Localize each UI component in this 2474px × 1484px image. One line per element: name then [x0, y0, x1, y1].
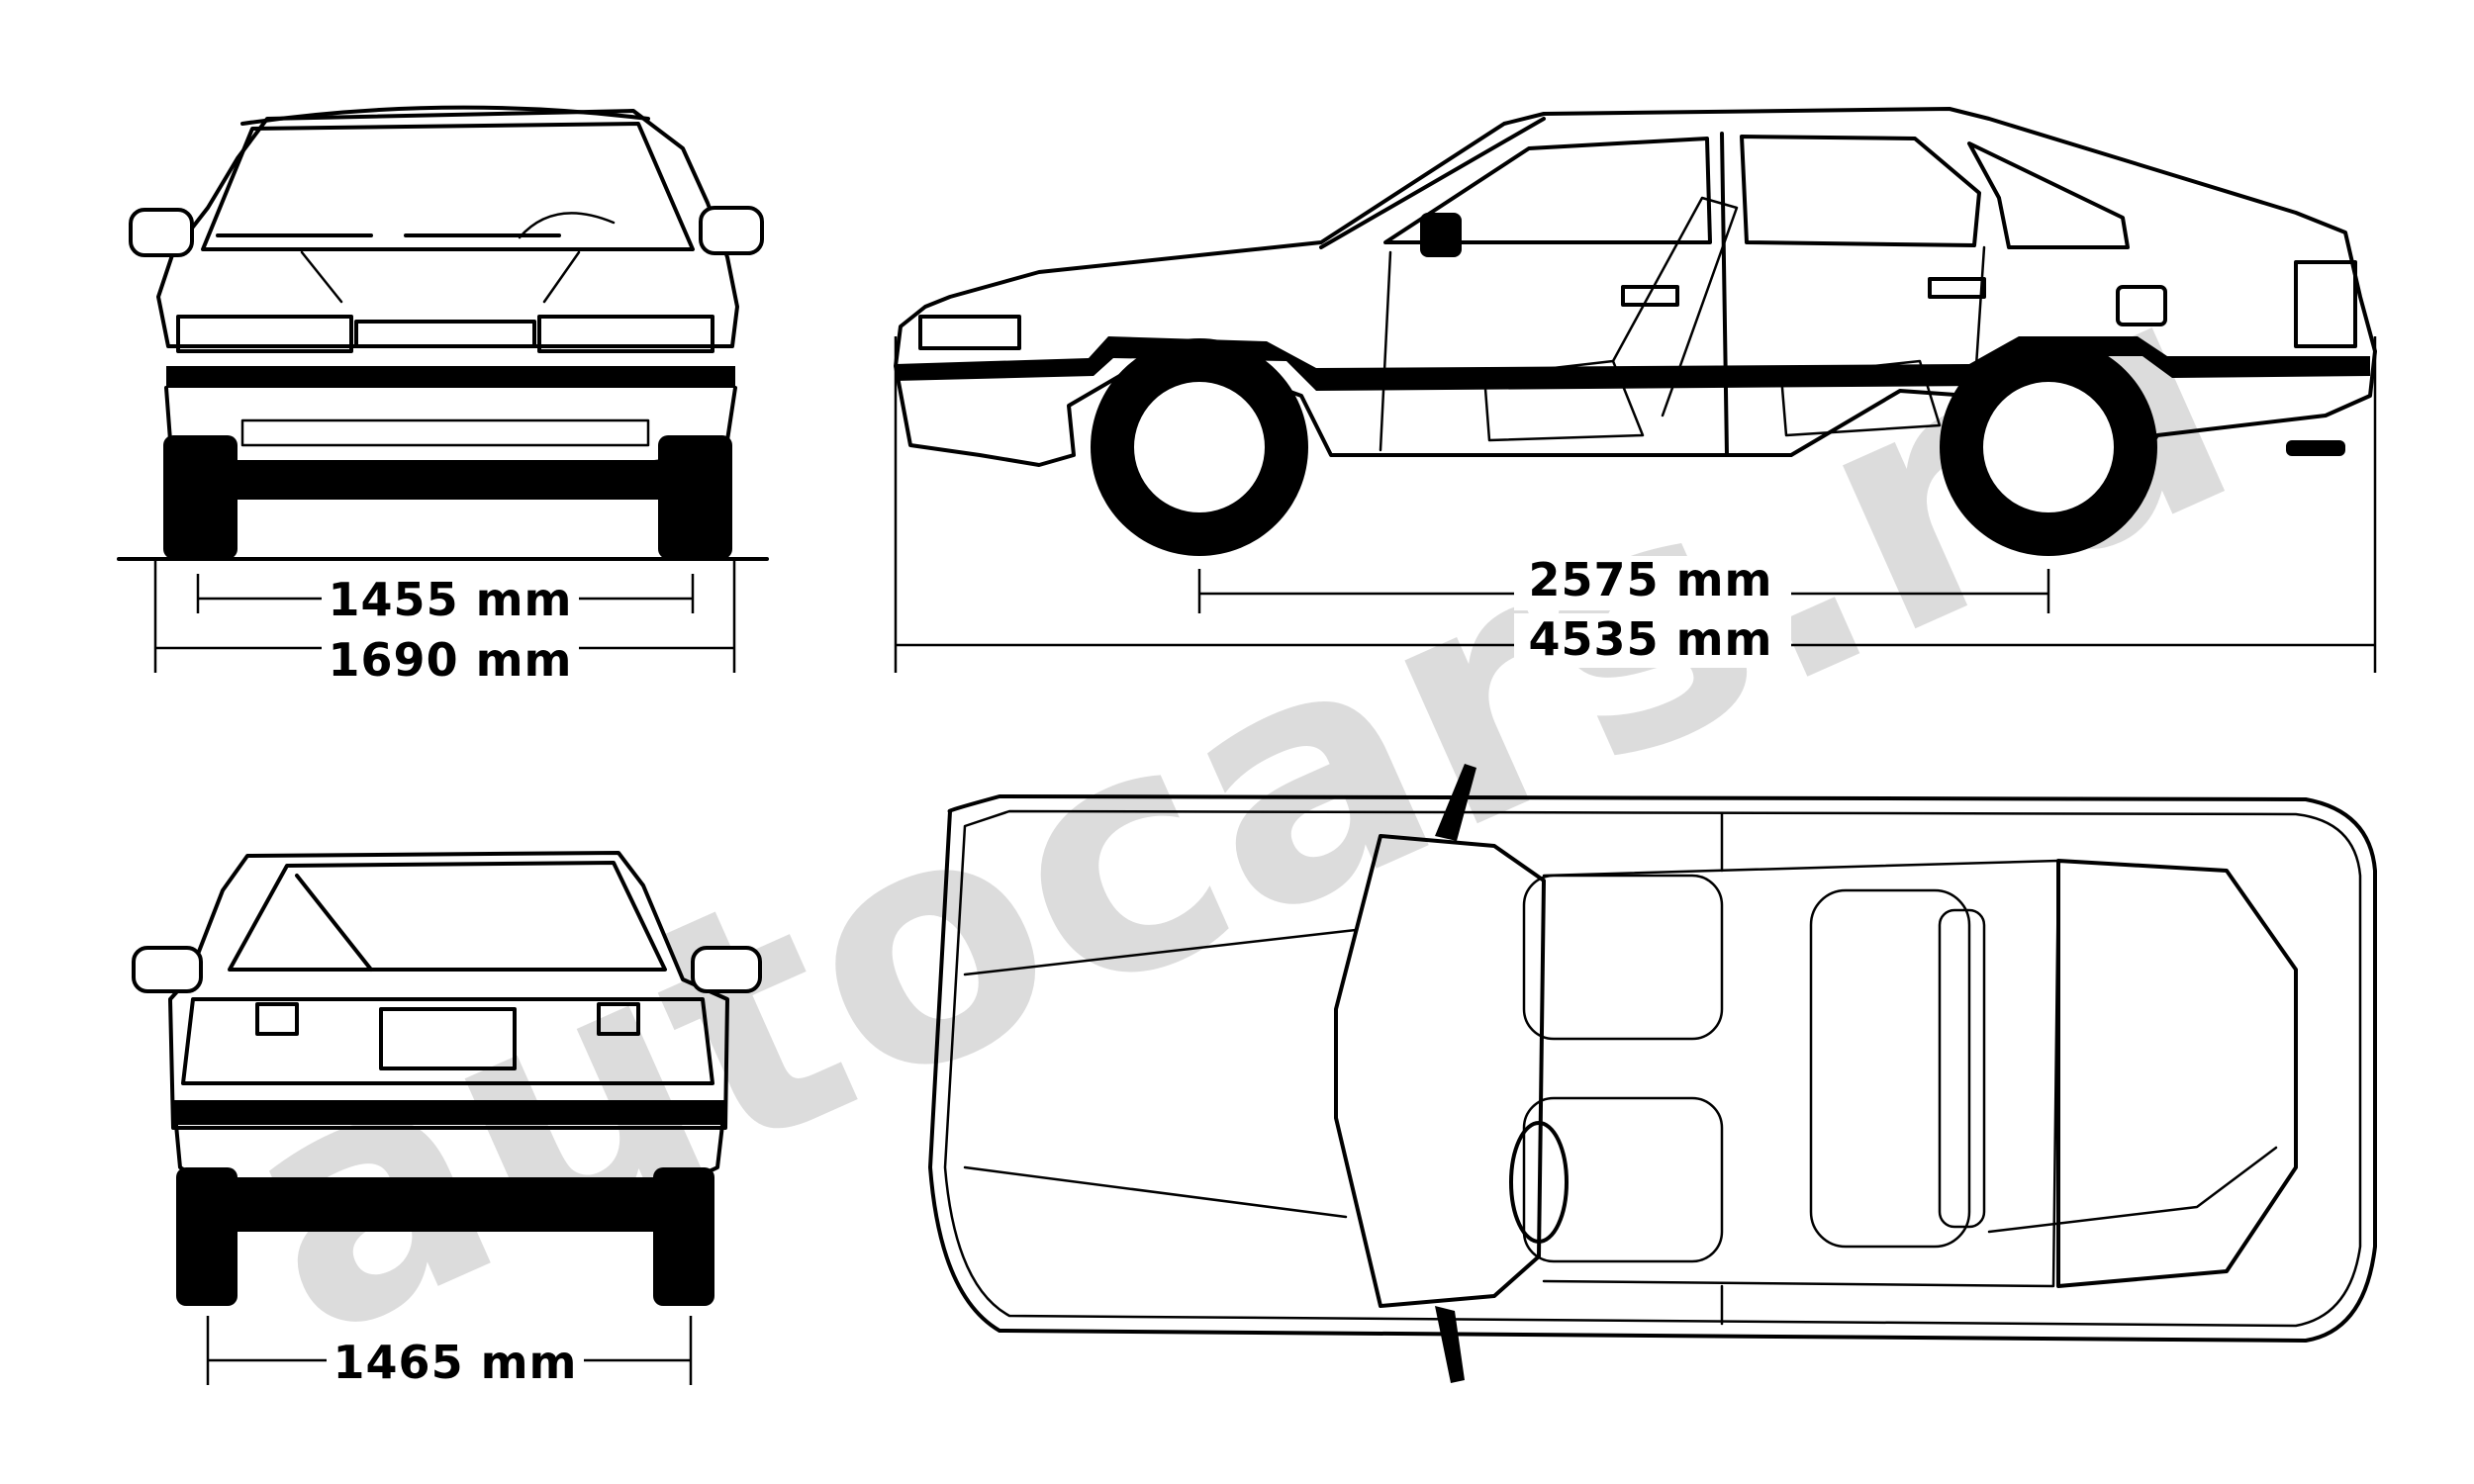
- front-right-tire: [658, 435, 732, 559]
- front-hood-crease-right: [542, 250, 581, 304]
- rear-bumper-strip: [173, 1100, 727, 1125]
- front-mirror-left: [129, 208, 194, 257]
- side-tail-lamp: [2294, 260, 2357, 348]
- rear-left-tire: [176, 1167, 238, 1306]
- top-cabin: [1542, 859, 2060, 1288]
- side-fuel-cap: [2116, 285, 2167, 326]
- top-windshield: [1334, 834, 1546, 1308]
- front-bumper-strip: [166, 366, 735, 388]
- side-mirror: [1420, 213, 1462, 257]
- side-rear-seat: [1779, 359, 1942, 437]
- top-body-inner: [943, 809, 2362, 1328]
- side-front-door: [1379, 250, 1392, 452]
- overall-width-label: 1690 mm: [329, 633, 573, 687]
- top-view: [928, 764, 2377, 1383]
- side-front-seat: [1482, 196, 1739, 442]
- side-headlamp: [918, 315, 1021, 350]
- front-air-intake: [240, 418, 650, 447]
- front-steering-wheel: [518, 212, 616, 239]
- front-left-tire: [163, 435, 238, 559]
- rear-exhaust: [560, 1198, 588, 1226]
- front-view: 1455 mm 1690 mm: [117, 105, 769, 687]
- top-rear-belt: [1987, 1146, 2278, 1234]
- top-rear-window: [2056, 859, 2298, 1288]
- top-steering-wheel: [1509, 1121, 1569, 1244]
- overall-length-label: 4535 mm: [1529, 612, 1773, 666]
- top-mirror-left: [1435, 764, 1476, 841]
- side-front-handle: [1621, 285, 1679, 307]
- top-front-seat-right: [1522, 1096, 1724, 1263]
- front-windshield: [201, 122, 695, 251]
- front-grille: [354, 320, 536, 348]
- rear-view: 1465 mm: [132, 851, 762, 1389]
- top-mirror-right: [1435, 1306, 1465, 1383]
- side-front-rim: [1130, 378, 1269, 516]
- rear-mirror-left: [132, 946, 203, 993]
- top-rear-bench: [1809, 888, 1971, 1249]
- front-bumper: [164, 386, 737, 467]
- rear-right-tire: [653, 1167, 714, 1306]
- top-body: [928, 794, 2377, 1343]
- rear-wiper: [295, 874, 373, 972]
- rear-window: [228, 861, 667, 972]
- front-mirror-right: [699, 206, 764, 255]
- rear-trunk-lid: [181, 997, 714, 1085]
- wheelbase-label: 2575 mm: [1529, 553, 1773, 606]
- rear-track-label: 1465 mm: [333, 1336, 578, 1389]
- rear-lamp-right: [597, 1002, 640, 1036]
- front-headlamp-right: [537, 315, 714, 353]
- front-hood-crease-left: [300, 250, 343, 304]
- rear-bumper: [174, 1123, 724, 1189]
- side-quarter-window: [1967, 141, 2130, 249]
- front-track-label: 1455 mm: [329, 573, 573, 626]
- side-b-pillar: [1720, 132, 1729, 457]
- rear-plate-recess: [379, 1007, 517, 1070]
- front-headlamp-left: [176, 315, 353, 353]
- top-hood-line-1: [963, 928, 1358, 976]
- side-body: [894, 107, 2377, 467]
- side-front-window: [1383, 137, 1712, 244]
- side-a-pillar: [1319, 117, 1546, 249]
- top-rear-headrest: [1938, 908, 1986, 1229]
- top-hood-line-2: [963, 1165, 1348, 1219]
- side-rear-window: [1740, 135, 1981, 247]
- side-exhaust: [2286, 440, 2345, 456]
- top-front-seat-left: [1522, 874, 1724, 1041]
- side-rear-handle: [1928, 277, 1986, 299]
- side-rear-rim: [1979, 378, 2118, 516]
- front-roof: [240, 105, 650, 126]
- rear-mirror-right: [691, 946, 762, 993]
- rear-lamp-left: [255, 1002, 299, 1036]
- side-view: 2575 mm 4535 mm: [894, 107, 2377, 673]
